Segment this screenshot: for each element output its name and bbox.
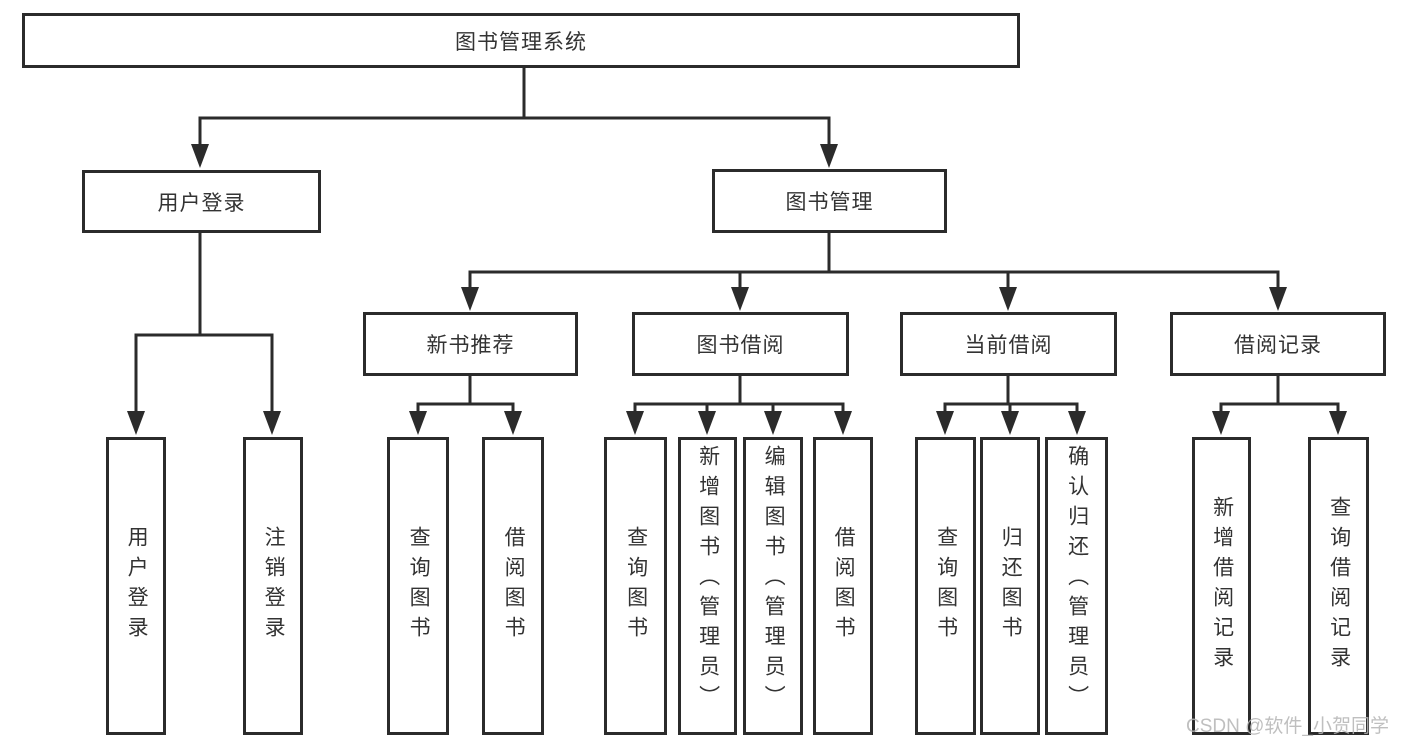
leaf-add-book-admin-label: 新增图书（管理员） [696, 445, 720, 715]
leaf-add-borrow-record-label: 新增借阅记录 [1210, 496, 1234, 676]
leaf-query-borrow-record: 查询借阅记录 [1308, 437, 1369, 735]
leaf-query-books-recommend-label: 查询图书 [407, 526, 431, 646]
leaf-query-books-current: 查询图书 [915, 437, 976, 735]
leaf-logout-label: 注销登录 [262, 526, 286, 646]
leaf-borrow-books-label: 借阅图书 [832, 526, 856, 646]
node-current-borrow-label: 当前借阅 [964, 334, 1053, 357]
leaf-query-borrow-record-label: 查询借阅记录 [1327, 496, 1351, 676]
leaf-confirm-return-admin-label: 确认归还（管理员） [1065, 445, 1089, 715]
leaf-edit-book-admin: 编辑图书（管理员） [743, 437, 803, 735]
leaf-logout: 注销登录 [243, 437, 303, 735]
leaf-query-books-borrow: 查询图书 [604, 437, 667, 735]
leaf-return-book: 归还图书 [980, 437, 1040, 735]
node-new-book-recommend-label: 新书推荐 [426, 334, 515, 357]
leaf-query-books-recommend: 查询图书 [387, 437, 449, 735]
leaf-add-book-admin: 新增图书（管理员） [678, 437, 737, 735]
leaf-return-book-label: 归还图书 [999, 526, 1023, 646]
leaf-confirm-return-admin: 确认归还（管理员） [1045, 437, 1108, 735]
leaf-user-login-label: 用户登录 [125, 526, 149, 646]
node-book-borrow: 图书借阅 [632, 312, 849, 376]
node-library-system: 图书管理系统 [22, 13, 1020, 68]
leaf-query-books-borrow-label: 查询图书 [624, 526, 648, 646]
csdn-watermark: CSDN @软件_小贺同学 [1186, 716, 1389, 737]
leaf-borrow-books: 借阅图书 [813, 437, 873, 735]
leaf-edit-book-admin-label: 编辑图书（管理员） [762, 445, 786, 715]
leaf-query-books-current-label: 查询图书 [934, 526, 958, 646]
node-book-borrow-label: 图书借阅 [696, 334, 785, 357]
leaf-user-login: 用户登录 [106, 437, 166, 735]
node-book-management: 图书管理 [712, 169, 947, 233]
node-user-login: 用户登录 [82, 170, 321, 233]
node-current-borrow: 当前借阅 [900, 312, 1117, 376]
leaf-borrow-books-recommend: 借阅图书 [482, 437, 544, 735]
node-library-system-label: 图书管理系统 [455, 30, 587, 54]
leaf-add-borrow-record: 新增借阅记录 [1192, 437, 1251, 735]
leaf-borrow-books-recommend-label: 借阅图书 [502, 526, 526, 646]
arrowheads [127, 144, 1347, 435]
node-borrow-records: 借阅记录 [1170, 312, 1386, 376]
node-new-book-recommend: 新书推荐 [363, 312, 578, 376]
node-user-login-label: 用户登录 [157, 191, 246, 215]
node-book-management-label: 图书管理 [785, 191, 874, 214]
node-borrow-records-label: 借阅记录 [1234, 334, 1322, 357]
